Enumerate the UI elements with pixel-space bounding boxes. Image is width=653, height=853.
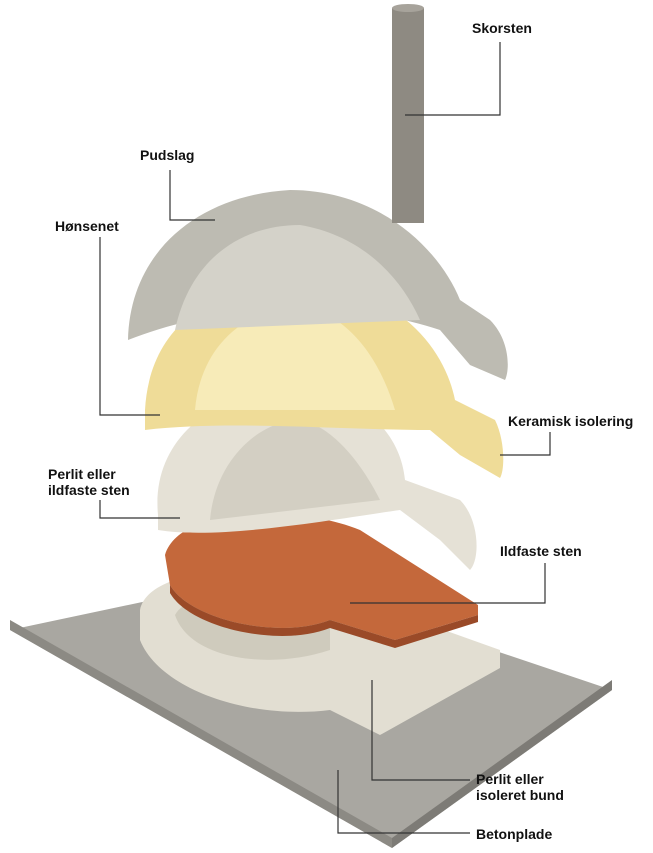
ceramic-insulation xyxy=(145,284,504,478)
label-plaster: Pudslag xyxy=(140,147,195,163)
firebrick-floor xyxy=(165,513,478,648)
label-firebrick: Ildfaste sten xyxy=(500,543,582,559)
label-line: Perlit eller xyxy=(476,771,544,787)
chimney xyxy=(392,4,424,223)
label-chicken-wire: Hønsenet xyxy=(55,218,119,234)
label-line: Perlit eller xyxy=(48,466,116,482)
label-perlite-or-firebrick: Perlit eller ildfaste sten xyxy=(48,466,130,498)
perlite-dome xyxy=(157,389,477,570)
label-concrete-slab: Betonplade xyxy=(476,826,553,842)
plaster-dome xyxy=(128,190,508,380)
label-line: ildfaste sten xyxy=(48,482,130,498)
label-chimney: Skorsten xyxy=(472,20,532,36)
label-line: isoleret bund xyxy=(476,787,564,803)
label-insulated-base: Perlit eller isoleret bund xyxy=(476,771,564,803)
label-ceramic-insulation: Keramisk isolering xyxy=(508,413,634,429)
leader-lines xyxy=(99,42,551,834)
